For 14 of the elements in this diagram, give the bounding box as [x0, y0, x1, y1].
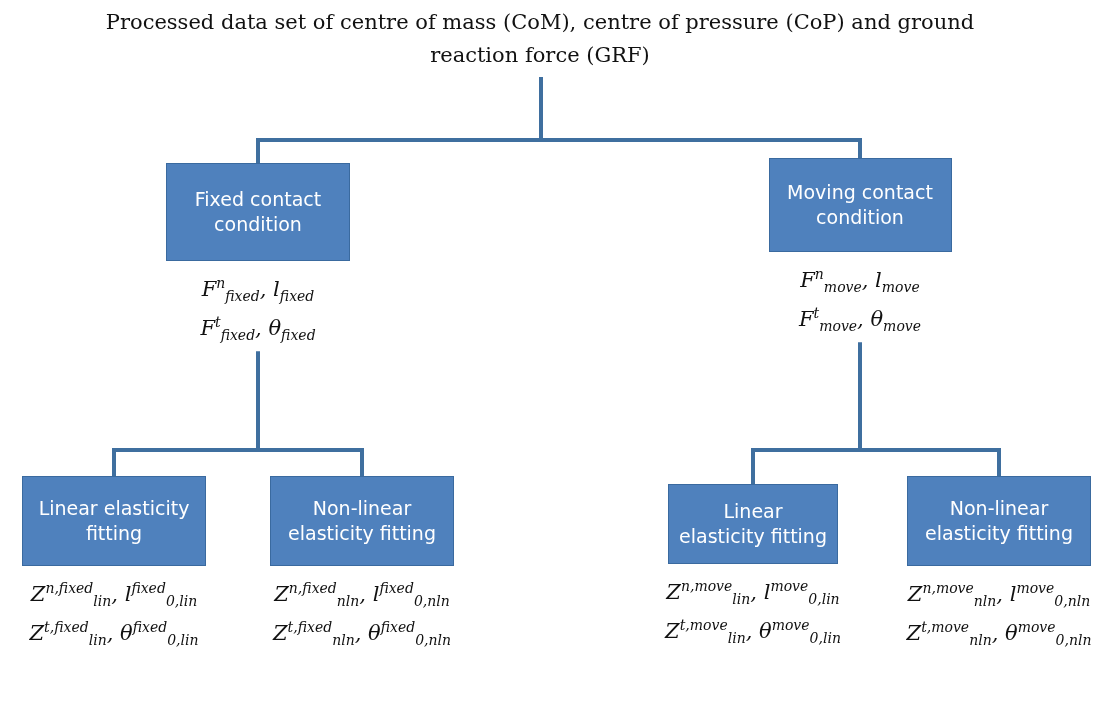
process-box: Non-linear elasticity fitting [270, 476, 454, 566]
process-box: Fixed contact condition [166, 163, 350, 261]
connector-line [858, 342, 1001, 476]
formula: F$^{t}$$_{fixed}$, θ$_{fixed}$ [200, 314, 316, 344]
formula: F$^{n}$$_{fixed}$, l$_{fixed}$ [201, 275, 315, 305]
process-box: Linear elasticity fitting [22, 476, 206, 566]
formula: F$^{n}$$_{move}$, l$_{move}$ [800, 266, 920, 296]
process-box: Moving contact condition [768, 158, 952, 252]
heading-text: Processed data set of centre of mass (CoM), centre of pressure (CoP) and ground reaction force (GRF) [104, 9, 976, 69]
connector-line [539, 77, 862, 158]
formula: F$^{t}$$_{move}$, θ$_{move}$ [799, 305, 921, 335]
process-box: Linear elasticity fitting [668, 484, 838, 564]
process-box: Non-linear elasticity fitting [907, 476, 1091, 566]
connector-line [256, 351, 364, 476]
